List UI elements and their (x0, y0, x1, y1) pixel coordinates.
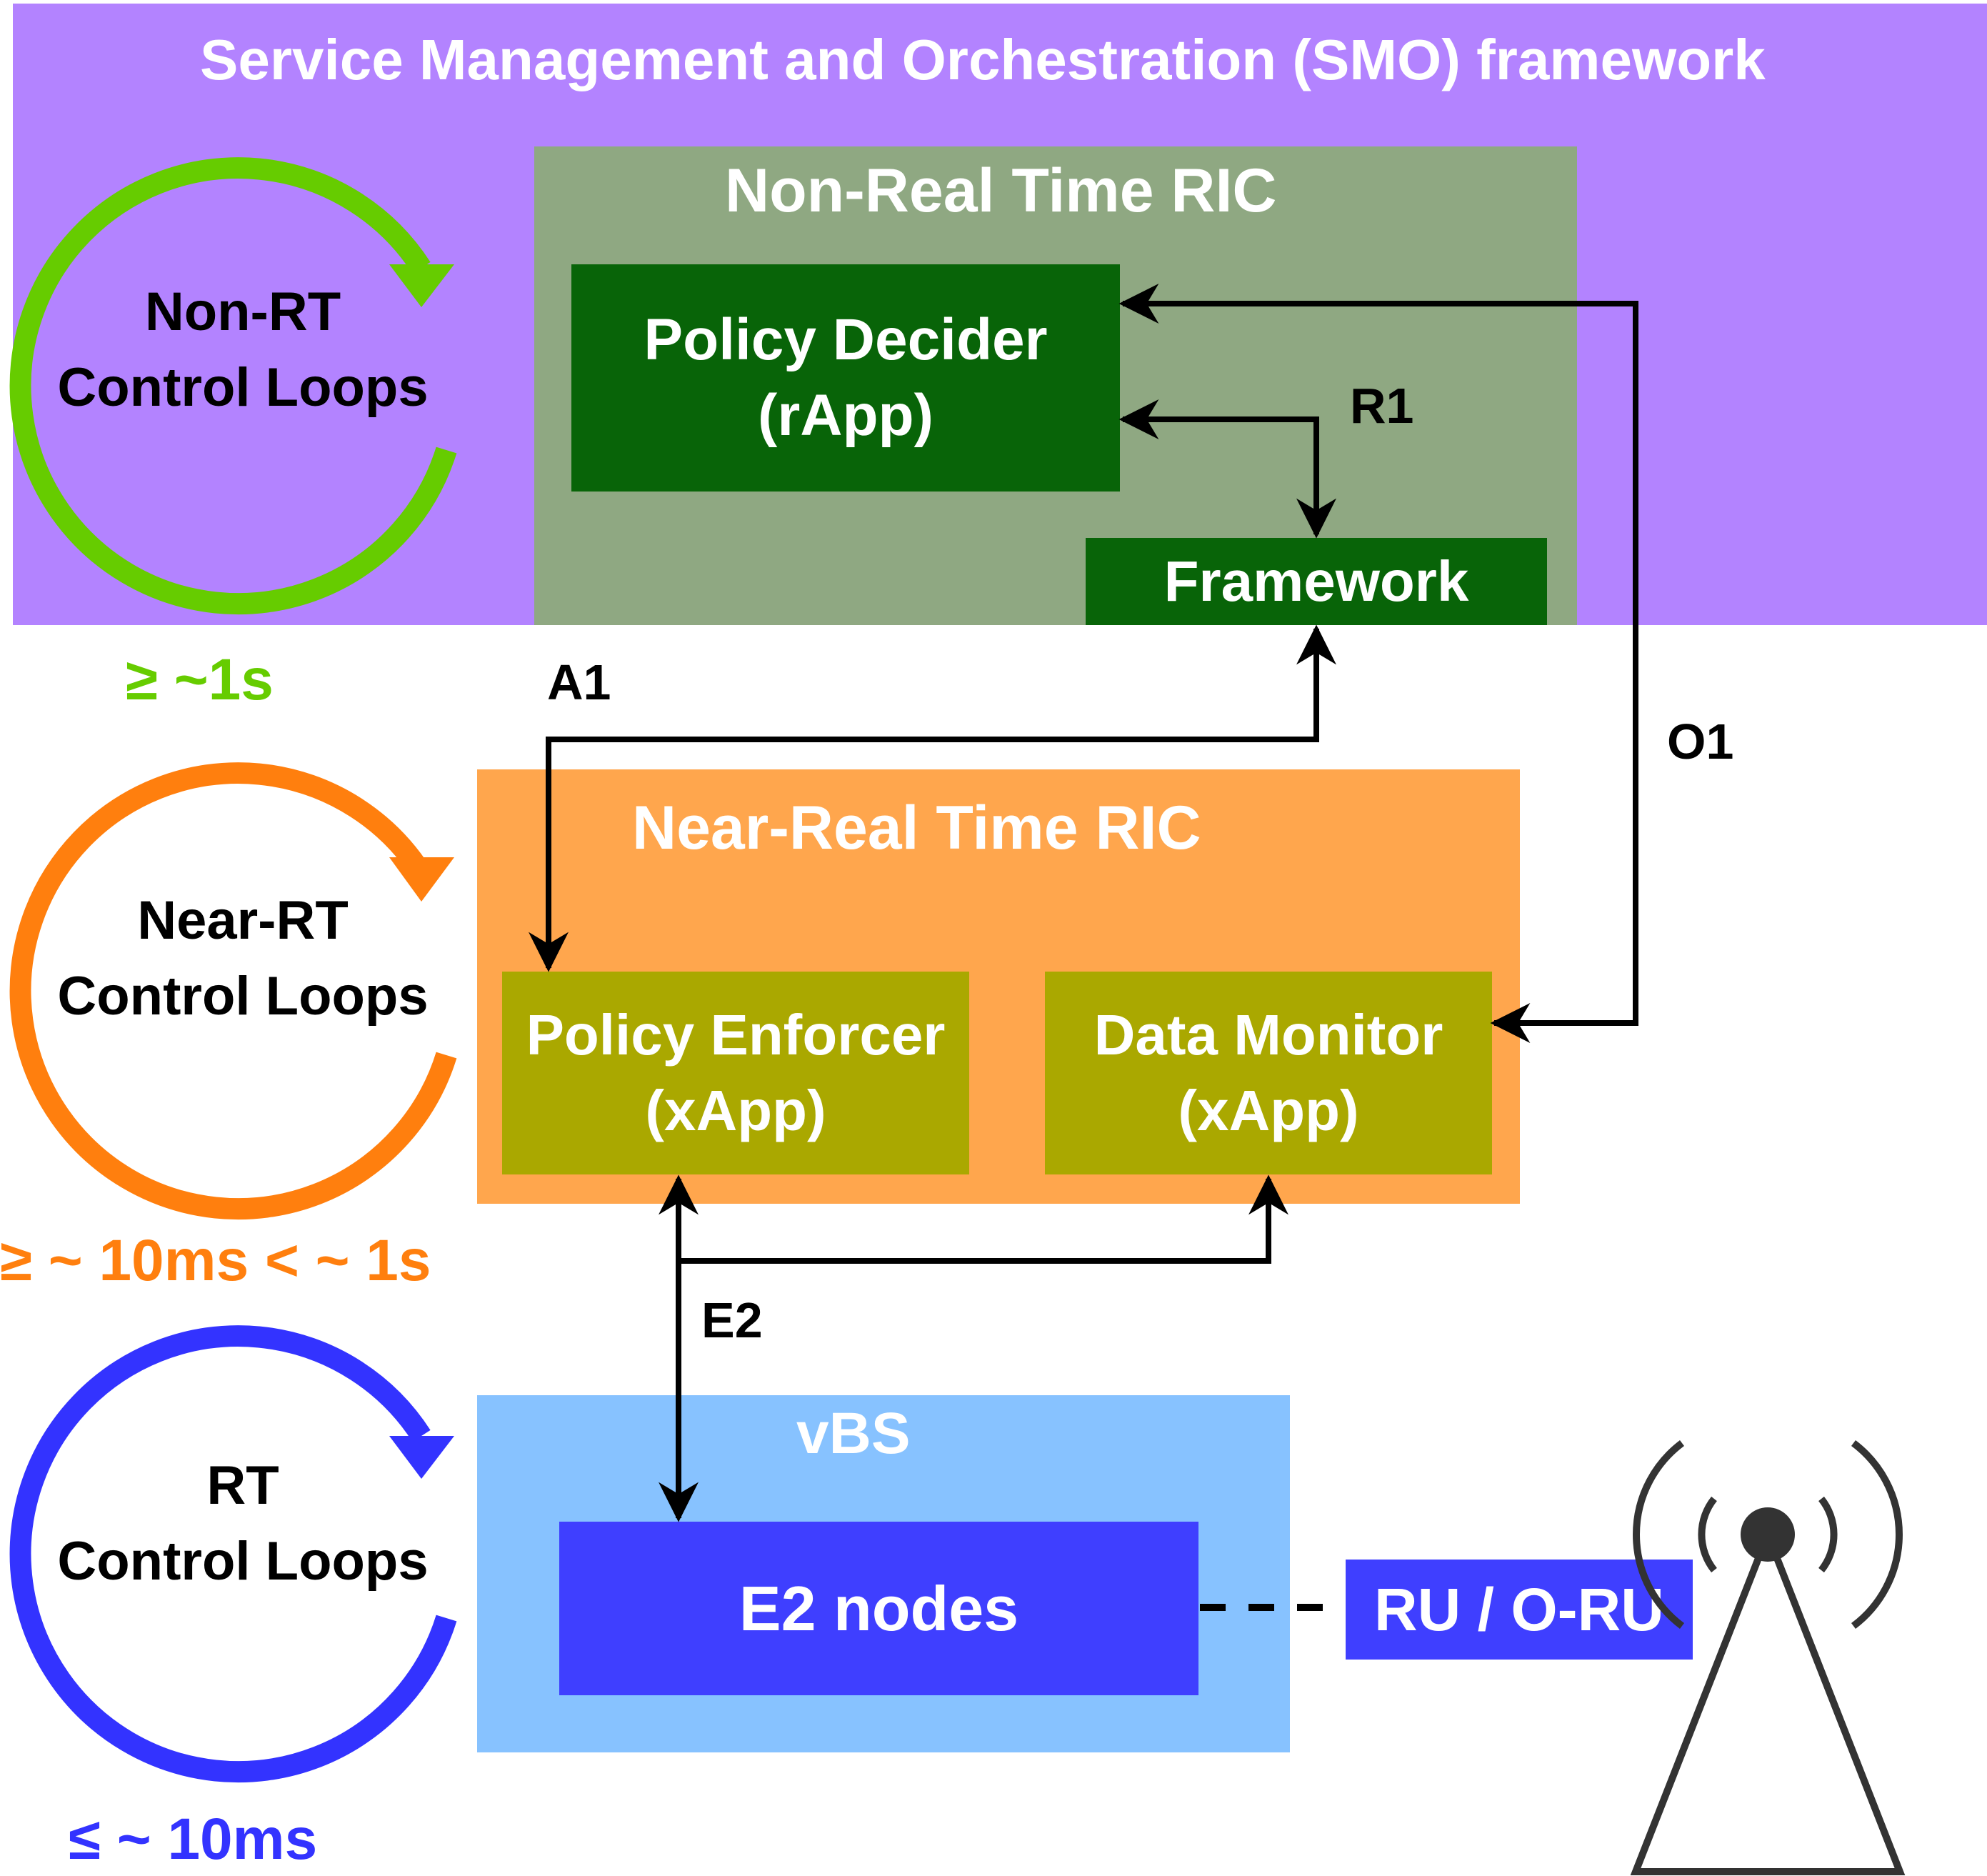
e2-branch-connector (679, 1174, 1288, 1264)
non-rt-loop-icon (9, 157, 457, 615)
rt-timing: ≤ ~ 10ms (69, 1807, 318, 1872)
policy-enforcer-label: Policy Enforcer (526, 1003, 946, 1067)
vbs-title: vBS (796, 1401, 911, 1466)
near-rt-loop-title: Near-RT (137, 890, 349, 951)
o1-label: O1 (1667, 714, 1734, 769)
ru-box[interactable]: RU / O-RU (1346, 1560, 1693, 1660)
rt-loop-subtitle: Control Loops (57, 1531, 429, 1592)
rt-loop-icon (9, 1325, 457, 1783)
near-rt-loop-subtitle: Control Loops (57, 966, 429, 1027)
ru-label: RU / O-RU (1374, 1575, 1664, 1643)
e2-nodes-label: E2 nodes (739, 1572, 1019, 1644)
near-rt-timing: ≥ ~ 10ms < ~ 1s (0, 1228, 431, 1293)
non-rt-loop-subtitle: Control Loops (57, 357, 429, 418)
non-rt-loop-title: Non-RT (144, 281, 341, 342)
non-rt-ric-title: Non-Real Time RIC (725, 156, 1277, 225)
near-rt-loop-icon (9, 762, 457, 1220)
smo-title: Service Management and Orchestration (SM… (200, 28, 1766, 91)
e2-nodes-box[interactable]: E2 nodes (559, 1522, 1198, 1695)
data-monitor-sublabel: (xApp) (1178, 1079, 1359, 1142)
e2-label: E2 (701, 1292, 763, 1348)
near-rt-loop-label: Near-RT Control Loops (29, 880, 457, 1037)
policy-decider-rapp[interactable]: Policy Decider (rApp) (571, 264, 1120, 492)
non-rt-timing: ≥ ~1s (126, 647, 274, 712)
policy-decider-label: Policy Decider (644, 307, 1048, 372)
non-rt-loop-label: Non-RT Control Loops (29, 271, 457, 429)
a1-connector (529, 624, 1336, 972)
r1-connector (1118, 399, 1336, 539)
rt-loop-label: RT Control Loops (29, 1445, 457, 1602)
a1-label: A1 (547, 654, 611, 710)
policy-enforcer-xapp[interactable]: Policy Enforcer (xApp) (502, 972, 969, 1174)
antenna-tower-icon (1630, 1440, 1906, 1875)
policy-decider-sublabel: (rApp) (758, 383, 934, 448)
rt-loop-title: RT (206, 1455, 279, 1516)
r1-label: R1 (1350, 378, 1414, 434)
policy-enforcer-sublabel: (xApp) (645, 1079, 826, 1142)
o1-connector (1118, 284, 1638, 1043)
